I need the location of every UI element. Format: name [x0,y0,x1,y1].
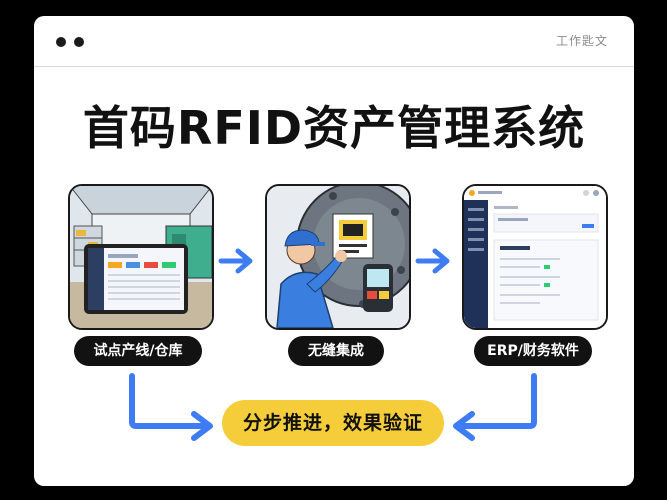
header-divider [34,66,634,67]
converge-arrows [129,373,537,441]
step-illustration-factory [68,184,214,330]
result-badge: 分步推进，效果验证 [222,400,444,446]
step-illustration-integration [265,184,411,330]
arrow-right-icon [415,248,450,274]
window-dot-icon [74,37,84,47]
step-label-erp: ERP/财务软件 [474,336,592,366]
arrow-bend-right-icon [129,373,213,441]
step-label-integration: 无缝集成 [288,336,384,366]
arrow-bend-left-icon [453,373,537,441]
window-dot-icon [56,37,66,47]
step-illustration-erp [462,184,608,330]
page-title: 首码RFID资产管理系统 [82,101,586,155]
arrow-right-icon [218,248,253,274]
window-topbar: 工作匙文 [34,16,634,66]
step-label-pilot: 试点产线/仓库 [74,336,202,366]
header-tag: 工作匙文 [555,34,608,48]
slide-card: 工作匙文 首码RFID资产管理系统 [34,16,634,486]
